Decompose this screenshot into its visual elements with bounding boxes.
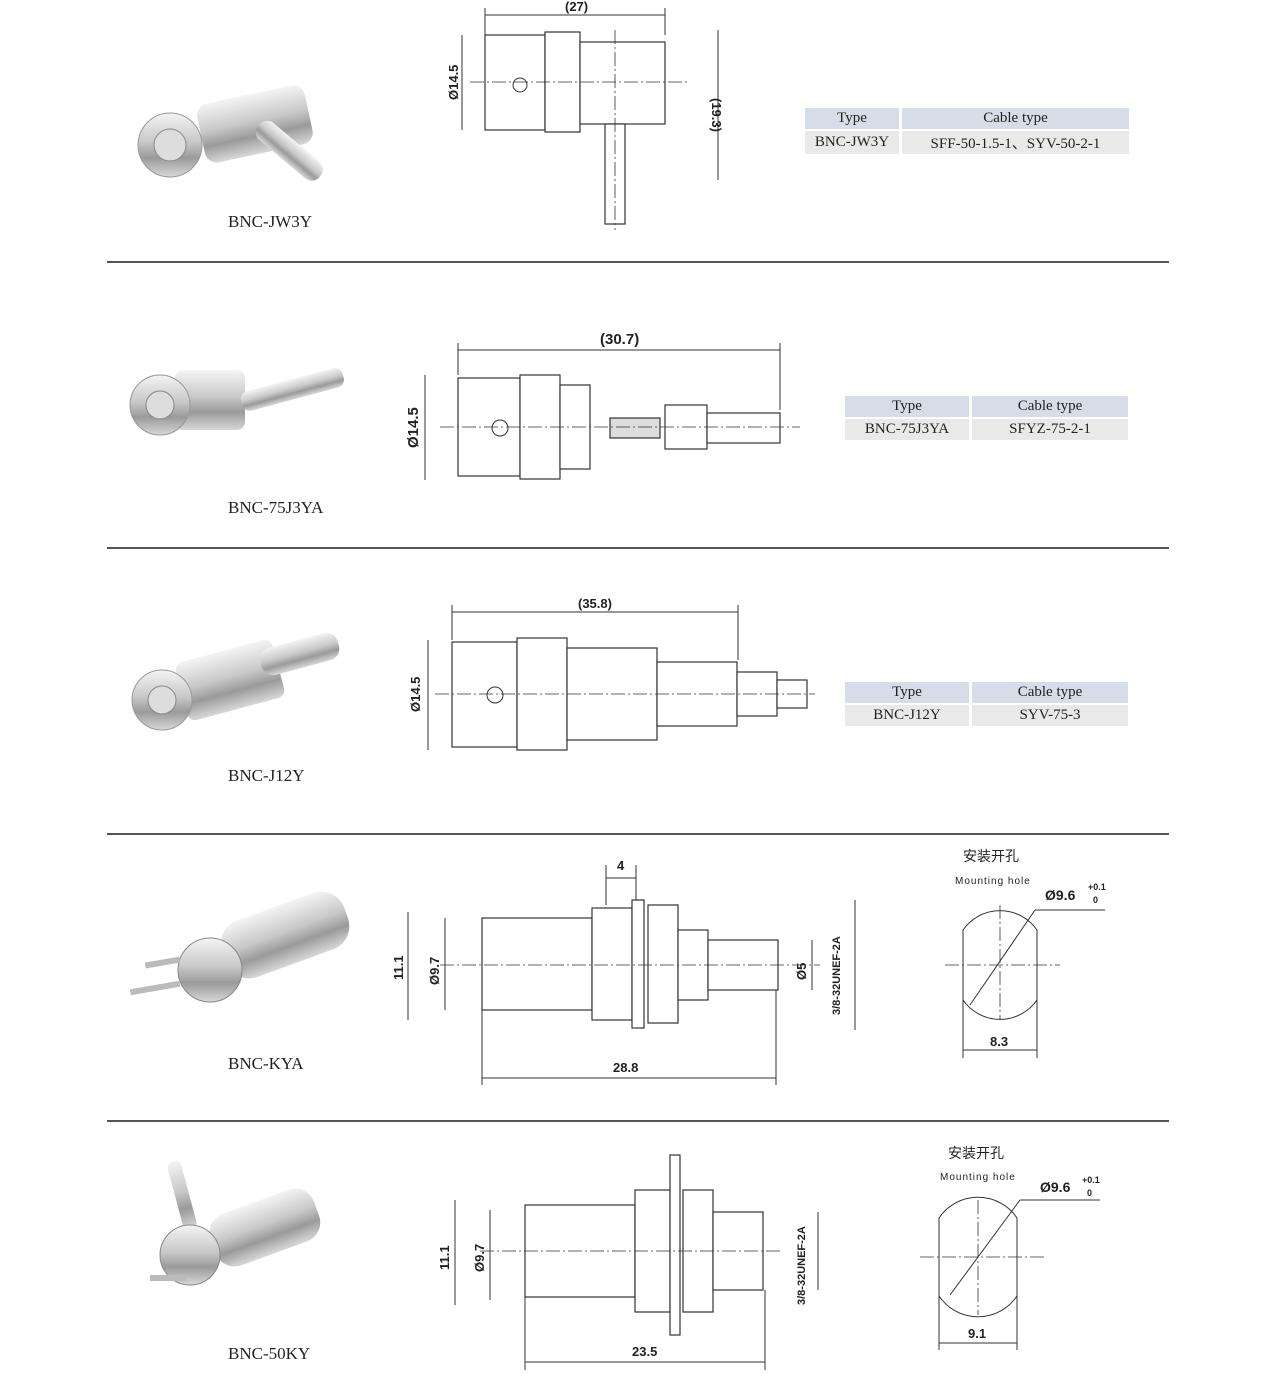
hole-diameter: Ø9.6 [1045, 887, 1076, 903]
product-name: BNC-KYA [228, 1054, 304, 1073]
tolerance-plus: +0.1 [1082, 1175, 1100, 1185]
dimension-diameter: Ø9.7 [427, 957, 442, 985]
tolerance-plus: +0.1 [1088, 882, 1106, 892]
dimension-thread: 3/8-32UNEF-2A [831, 936, 843, 1015]
cell-type: BNC-J12Y [845, 705, 969, 726]
cell-cable-type: SFF-50-1.5-1、SYV-50-2-1 [902, 131, 1129, 154]
product-photo [137, 85, 323, 181]
technical-drawing: (35.8) Ø14.5 [408, 596, 815, 751]
mounting-hole-title-cn: 安装开孔 [963, 849, 1019, 865]
dimension-outer: 11.1 [437, 1245, 452, 1270]
header-type: Type [805, 108, 899, 129]
section-divider [107, 1120, 1169, 1122]
header-cable-type: Cable type [902, 108, 1129, 129]
header-cable-type: Cable type [972, 396, 1128, 417]
mounting-hole-title-en: Mounting hole [940, 1172, 1016, 1183]
product-photo [129, 891, 350, 1003]
header-type: Type [845, 396, 969, 417]
dimension-diameter: Ø14.5 [446, 65, 461, 100]
technical-drawing: 4 11.1 Ø9.7 Ø5 3/8-32UNEF-2A 28.8 [391, 858, 856, 1085]
dimension-panel: 4 [617, 858, 625, 873]
cell-type: BNC-75J3YA [845, 419, 969, 440]
cell-cable-type: SFYZ-75-2-1 [972, 419, 1128, 440]
dimension-pin: Ø5 [794, 963, 809, 980]
product-name: BNC-50KY [228, 1344, 311, 1363]
dimension-length: 28.8 [613, 1060, 638, 1075]
dimension-length: 23.5 [632, 1344, 657, 1359]
section-divider [107, 261, 1169, 263]
dimension-diameter: Ø14.5 [408, 677, 423, 712]
dimension-length: (30.7) [600, 331, 639, 348]
dimension-height: (19.3) [709, 98, 724, 132]
section-divider [107, 833, 1169, 835]
dimension-thread: 3/8-32UNEF-2A [796, 1226, 808, 1305]
flat-width: 9.1 [968, 1326, 986, 1341]
product-photo [129, 367, 344, 436]
mounting-hole-drawing: 安装开孔 Mounting hole Ø9.6 +0.1 0 9.1 [920, 1146, 1100, 1350]
dimension-outer: 11.1 [391, 955, 406, 980]
technical-drawing: (27) Ø14.5 (19.3) [446, 0, 724, 230]
tolerance-minus: 0 [1093, 895, 1098, 905]
header-type: Type [845, 682, 969, 703]
technical-drawing: (30.7) Ø14.5 [405, 331, 800, 480]
dimension-length: (35.8) [578, 596, 612, 611]
mounting-hole-title-cn: 安装开孔 [948, 1146, 1004, 1162]
flat-width: 8.3 [990, 1034, 1008, 1049]
product-name: BNC-J12Y [228, 766, 305, 785]
mounting-hole-title-en: Mounting hole [955, 876, 1031, 887]
cell-cable-type: SYV-75-3 [972, 705, 1128, 726]
product-name: BNC-JW3Y [228, 212, 313, 231]
header-cable-type: Cable type [972, 682, 1128, 703]
dimension-diameter: Ø9.7 [472, 1244, 487, 1272]
dimension-diameter: Ø14.5 [405, 407, 422, 448]
product-photo [131, 632, 340, 731]
product-name: BNC-75J3YA [228, 498, 324, 517]
product-photo [150, 1160, 321, 1286]
tolerance-minus: 0 [1087, 1188, 1092, 1198]
section-divider [107, 547, 1169, 549]
dimension-length: (27) [565, 0, 588, 14]
cell-type: BNC-JW3Y [805, 131, 899, 154]
mounting-hole-drawing: 安装开孔 Mounting hole Ø9.6 +0.1 0 8.3 [945, 849, 1106, 1058]
technical-drawing: 11.1 Ø9.7 3/8-32UNEF-2A 23.5 [437, 1154, 819, 1370]
hole-diameter: Ø9.6 [1040, 1179, 1071, 1195]
